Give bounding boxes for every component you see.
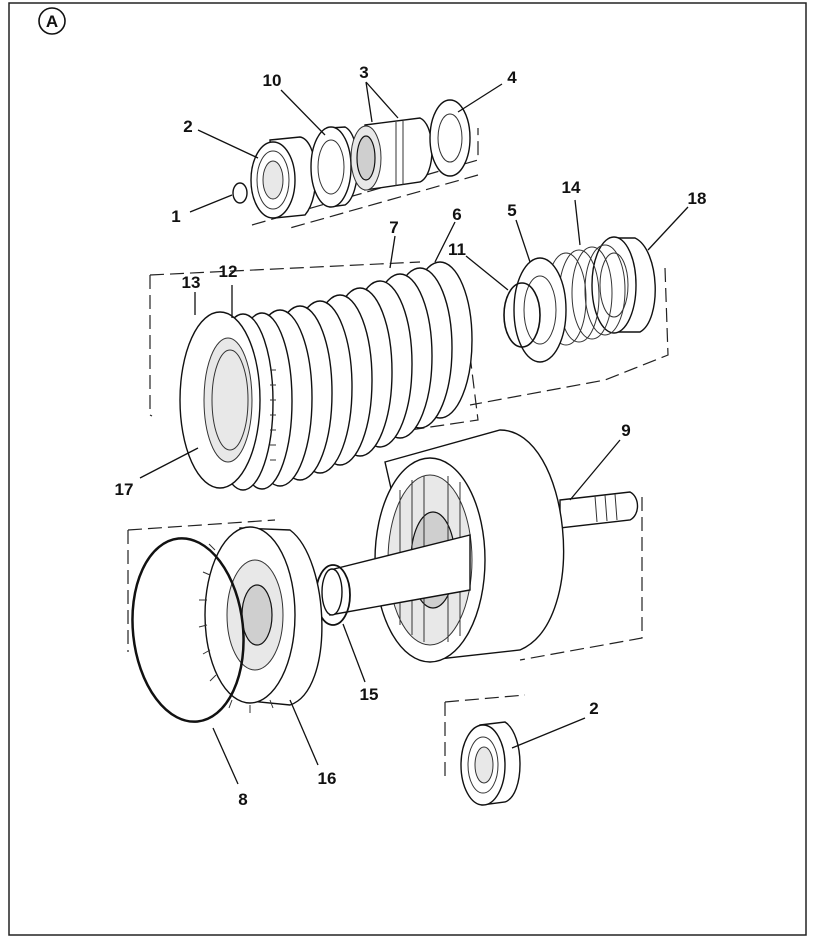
callout-16: 16 (318, 769, 337, 788)
part-10-spacer (310, 126, 359, 208)
part-2-bearing-top (250, 136, 317, 219)
callout-6: 6 (452, 205, 461, 224)
part-9-output-shaft (559, 491, 639, 529)
drum-shaft-group (127, 429, 643, 663)
part-1-snap-ring (232, 182, 248, 204)
part-11-snap-ring (503, 282, 541, 348)
callout-3: 3 (359, 63, 368, 82)
callout-9: 9 (621, 421, 630, 440)
callout-11: 11 (448, 240, 466, 259)
callout-labels: 1 2 10 3 4 5 14 18 6 7 11 12 13 17 9 15 … (115, 63, 707, 809)
callout-8: 8 (238, 790, 247, 809)
bottom-bearing-group (444, 694, 526, 806)
callout-14: 14 (562, 178, 581, 197)
clutch-discs (179, 261, 473, 491)
part-3-needle-bearing (350, 117, 433, 191)
part-8-o-ring (131, 537, 245, 723)
part-2-bearing-bottom (460, 721, 521, 806)
callout-12: 12 (219, 262, 238, 281)
callout-1: 1 (171, 207, 180, 226)
leader-lines (139, 81, 689, 785)
diagram-border (8, 2, 807, 936)
callout-2-top: 2 (183, 117, 192, 136)
callout-4: 4 (507, 68, 517, 87)
callout-5: 5 (507, 201, 516, 220)
top-bearing-group (232, 99, 479, 229)
part-18-retainer (591, 236, 656, 334)
section-marker-letter: A (46, 12, 58, 31)
part-4-thrust-washer (429, 99, 471, 177)
part-9-clutch-drum (321, 429, 565, 663)
part-14-spring (545, 244, 626, 346)
part-16-hub (198, 526, 323, 713)
section-marker: A (38, 7, 66, 35)
callout-10: 10 (263, 71, 282, 90)
callout-7: 7 (389, 218, 398, 237)
callout-13: 13 (182, 273, 201, 292)
callout-18: 18 (688, 189, 707, 208)
callout-17: 17 (115, 480, 134, 499)
clutch-pack-group (149, 261, 479, 491)
piston-spring-group (469, 236, 669, 406)
callout-2-bottom: 2 (589, 699, 598, 718)
hub-group (131, 526, 323, 723)
callout-15: 15 (360, 685, 379, 704)
